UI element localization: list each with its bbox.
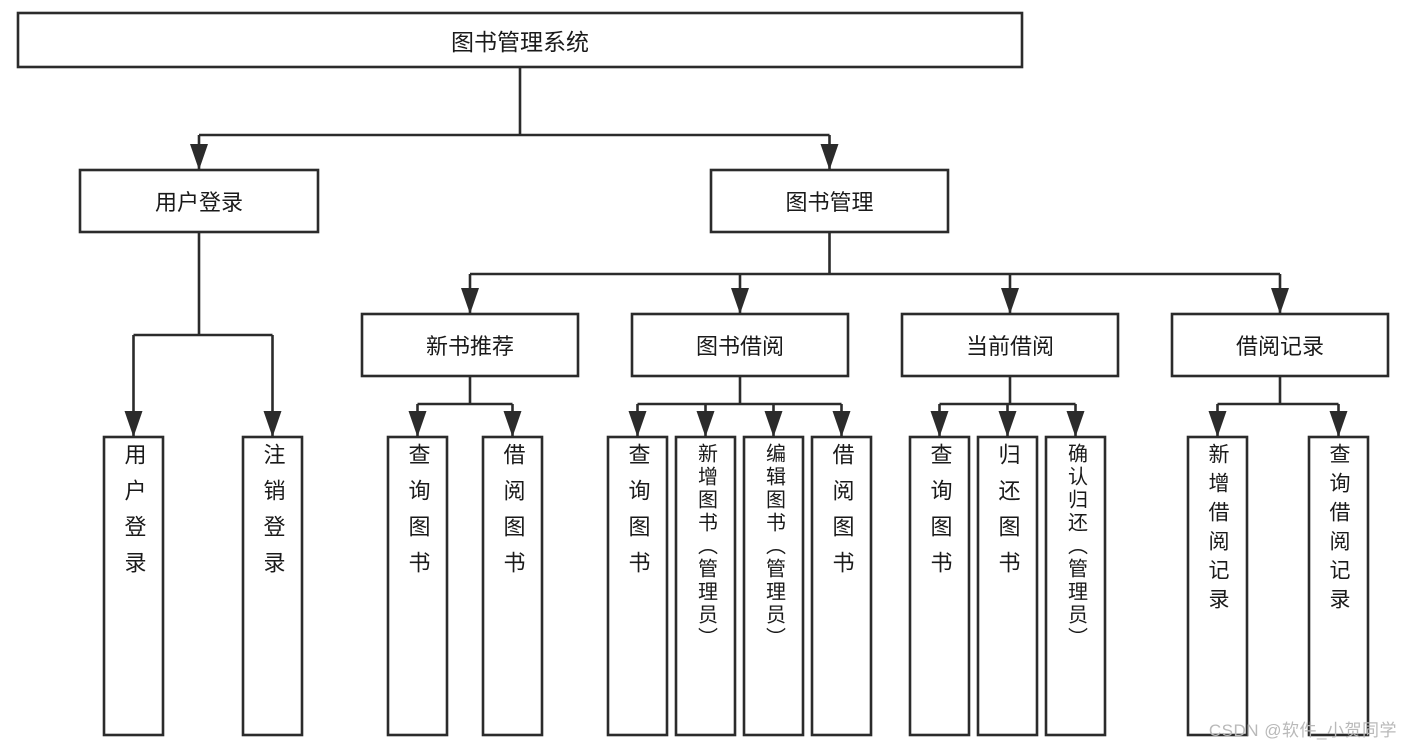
- csdn-watermark: CSDN @软件_小贺同学: [1208, 721, 1397, 740]
- node-box-root[interactable]: [16, 11, 1024, 69]
- node-box-new-book-recommend[interactable]: [360, 312, 580, 378]
- arrow-head-icon: [461, 288, 479, 314]
- node-box-user-login[interactable]: [78, 168, 320, 234]
- node-box-current-borrow[interactable]: [900, 312, 1120, 378]
- arrow-head-icon: [820, 144, 839, 170]
- node-box-leaf-borrow-book[interactable]: [810, 435, 873, 737]
- node-box-leaf-query-book-rec[interactable]: [386, 435, 449, 737]
- node-box-leaf-add-borrow-record[interactable]: [1186, 435, 1249, 737]
- arrow-head-icon: [731, 288, 749, 314]
- node-box-leaf-add-book[interactable]: [674, 435, 737, 737]
- arrow-head-icon: [1208, 411, 1227, 437]
- node-box-leaf-query-borrow-record[interactable]: [1307, 435, 1370, 737]
- arrow-head-icon: [190, 144, 208, 170]
- node-box-leaf-user-login[interactable]: [102, 435, 165, 737]
- node-box-leaf-edit-book[interactable]: [742, 435, 805, 737]
- arrow-head-icon: [263, 411, 282, 437]
- arrow-head-icon: [1329, 411, 1348, 437]
- arrow-head-icon: [832, 411, 851, 437]
- arrow-head-icon: [1271, 288, 1289, 314]
- arrow-head-icon: [408, 411, 427, 437]
- arrow-head-icon: [1001, 288, 1019, 314]
- arrow-head-icon: [1066, 411, 1085, 437]
- arrow-head-icon: [503, 411, 522, 437]
- arrow-head-icon: [930, 411, 949, 437]
- node-box-leaf-confirm-return[interactable]: [1044, 435, 1107, 737]
- arrow-head-icon: [764, 411, 783, 437]
- arrow-head-icon: [696, 411, 715, 437]
- arrow-head-icon: [628, 411, 647, 437]
- node-box-borrow-record[interactable]: [1170, 312, 1390, 378]
- node-box-leaf-borrow-book-rec[interactable]: [481, 435, 544, 737]
- node-box-leaf-return-book[interactable]: [976, 435, 1039, 737]
- arrow-head-icon: [998, 411, 1017, 437]
- arrow-head-icon: [124, 411, 143, 437]
- node-box-book-manage[interactable]: [709, 168, 950, 234]
- node-box-leaf-query-book-current[interactable]: [908, 435, 971, 737]
- node-box-leaf-query-book-borrow[interactable]: [606, 435, 669, 737]
- node-box-leaf-user-logout[interactable]: [241, 435, 304, 737]
- node-box-book-borrow[interactable]: [630, 312, 850, 378]
